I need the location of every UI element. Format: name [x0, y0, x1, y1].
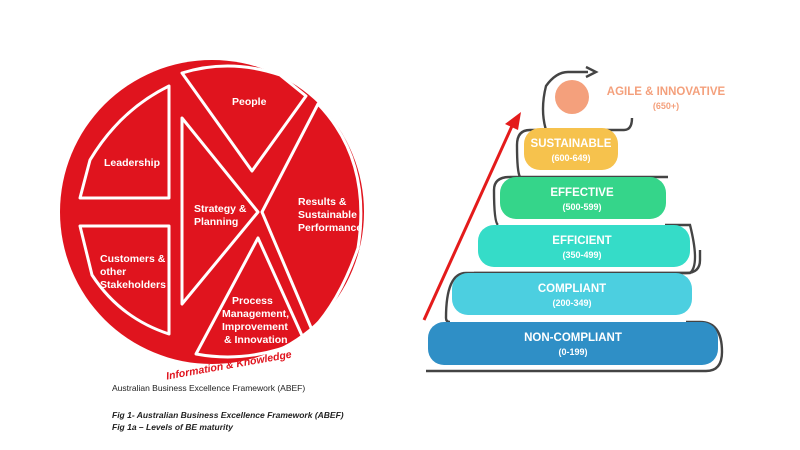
level-effective-label: EFFECTIVE [550, 187, 614, 199]
growth-arrow-line [422, 125, 514, 321]
level-non-compliant-bar [428, 322, 718, 365]
level-non-compliant-label: NON-COMPLIANT [524, 332, 622, 344]
customers-label-line-1: Customers & [100, 253, 166, 265]
process-label-line-1: Process [232, 295, 273, 307]
abef-circle [60, 60, 364, 364]
people-label: People [232, 96, 267, 108]
figure-1a-caption: Fig 1a – Levels of BE maturity [112, 422, 233, 432]
strategy-segment [180, 116, 260, 306]
strategy-label-line-2: Planning [194, 216, 238, 228]
results-segment [260, 102, 363, 332]
customers-segment [78, 224, 171, 336]
people-segment [180, 64, 308, 173]
customers-label-line-2: other [100, 266, 126, 278]
results-label-line-1: Results & [298, 196, 347, 208]
level-effective-bar [500, 177, 666, 219]
level-efficient-range: (350-499) [562, 250, 601, 260]
level-effective-range: (500-599) [562, 202, 601, 212]
level-efficient-label: EFFICIENT [552, 235, 611, 247]
process-segment [194, 236, 306, 359]
abef-wheel: Leadership People Strategy & Planning Re… [60, 60, 364, 383]
results-label-line-3: Performance [298, 222, 362, 234]
level-efficient-bar [478, 225, 690, 267]
level-compliant-range: (200-349) [552, 298, 591, 308]
strategy-label-line-1: Strategy & [194, 203, 247, 215]
results-label-line-2: Sustainable [298, 209, 357, 221]
level-sustainable-label: SUSTAINABLE [531, 138, 612, 150]
maturity-diagram: AGILE & INNOVATIVE (650+) SUSTAINABLE (6… [422, 65, 726, 373]
customers-label-line-3: Stakeholders [100, 279, 166, 291]
level-agile-circle [555, 80, 589, 114]
abef-segment-lines [78, 64, 363, 359]
figure-1-caption: Fig 1- Australian Business Excellence Fr… [112, 410, 344, 420]
process-label-line-3: Improvement [222, 321, 288, 333]
level-compliant-bar [452, 273, 692, 315]
maturity-levels [428, 80, 718, 365]
abef-caption: Australian Business Excellence Framework… [112, 383, 306, 393]
leadership-label: Leadership [104, 157, 160, 169]
level-agile-range: (650+) [653, 101, 679, 111]
growth-arrow-head [505, 112, 521, 130]
process-label-line-2: Management, [222, 308, 289, 320]
level-sustainable-bar [524, 128, 618, 170]
level-agile-label: AGILE & INNOVATIVE [607, 86, 726, 98]
level-compliant-label: COMPLIANT [538, 283, 606, 295]
leadership-segment [78, 84, 171, 200]
level-non-compliant-range: (0-199) [558, 347, 587, 357]
process-label-line-4: & Innovation [224, 334, 288, 346]
level-sustainable-range: (600-649) [551, 153, 590, 163]
